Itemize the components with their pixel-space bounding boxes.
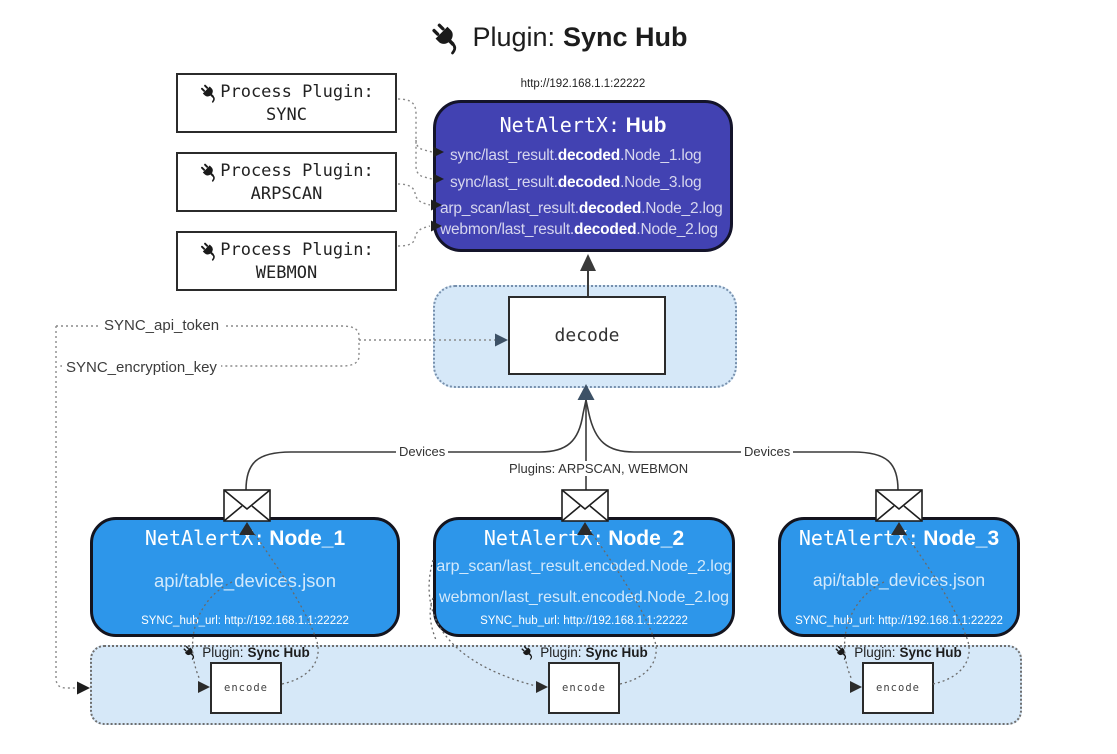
encode-label: encode xyxy=(562,682,606,694)
hub-box: NetAlertX: Hub sync/last_result.decoded.… xyxy=(433,100,733,252)
node-title: NetAlertX:Node_1 xyxy=(93,526,397,551)
band-plugin-label: Plugin: Sync Hub xyxy=(818,644,978,660)
sync-api-token-label: SYNC_api_token xyxy=(100,317,224,334)
log-post: .Node_3.log xyxy=(620,174,702,191)
process-plugin-sync: Process Plugin: SYNC xyxy=(176,73,397,133)
node-file-line: webmon/last_result.encoded.Node_2.log xyxy=(439,589,729,606)
process-plugin-label: Process Plugin: xyxy=(220,161,374,181)
node-1-box: NetAlertX:Node_1 api/table_devices.json … xyxy=(90,517,400,637)
process-plugin-name: SYNC xyxy=(266,104,307,125)
encode-box-1: encode xyxy=(210,662,282,714)
encode-label: encode xyxy=(224,682,268,694)
settings-to-band-arrowhead xyxy=(77,681,90,695)
plug-icon xyxy=(201,163,216,182)
title-prefix: Plugin: xyxy=(472,21,556,52)
process-plugin-label: Process Plugin: xyxy=(220,240,374,260)
decode-box: decode xyxy=(508,296,666,375)
encode-box-3: encode xyxy=(862,662,934,714)
plug-icon xyxy=(201,84,216,103)
band-plugin-label: Plugin: Sync Hub xyxy=(166,644,326,660)
band-plugin-label: Plugin: Sync Hub xyxy=(504,644,664,660)
log-bold: decoded xyxy=(557,147,621,164)
log-pre: webmon/last_result. xyxy=(440,221,575,238)
plug-icon xyxy=(201,242,216,261)
encode-label: encode xyxy=(876,682,920,694)
process-plugin-name: WEBMON xyxy=(255,262,318,283)
node-title: NetAlertX:Node_3 xyxy=(781,526,1017,551)
encode-box-2: encode xyxy=(548,662,620,714)
process-plugin-row: Process Plugin: xyxy=(199,240,374,261)
node-hub-url: SYNC_hub_url: http://192.168.1.1:22222 xyxy=(795,615,1003,627)
connector-webmon-to-hub xyxy=(397,225,431,247)
hub-title-prefix: NetAlertX: xyxy=(499,113,621,137)
band-plugin-prefix: Plugin: xyxy=(854,644,896,660)
title-name: Sync Hub xyxy=(563,21,688,52)
hub-log-line: sync/last_result.decoded.Node_3.log xyxy=(450,174,702,192)
node-hub-url: SYNC_hub_url: http://192.168.1.1:22222 xyxy=(480,615,688,627)
process-plugin-row: Process Plugin: xyxy=(199,161,374,182)
hub-log-line: webmon/last_result.decoded.Node_2.log xyxy=(440,221,718,239)
hub-url-label: http://192.168.1.1:22222 xyxy=(520,78,646,90)
hub-log-line: sync/last_result.decoded.Node_1.log xyxy=(450,147,702,165)
node-file-line: api/table_devices.json xyxy=(812,570,986,590)
connector-sync-to-hub xyxy=(397,98,433,180)
log-bold: decoded xyxy=(557,174,621,191)
plug-icon xyxy=(183,646,195,660)
node-title-name: Node_3 xyxy=(923,527,1000,550)
node-3-box: NetAlertX:Node_3 api/table_devices.json … xyxy=(778,517,1020,637)
plugins-label: Plugins: ARPSCAN, WEBMON xyxy=(506,461,692,476)
log-pre: sync/last_result. xyxy=(450,174,558,191)
band-plugin-name: Sync Hub xyxy=(585,644,648,660)
node-title: NetAlertX:Node_2 xyxy=(436,526,732,551)
page-title: Plugin: Sync Hub xyxy=(0,16,1117,58)
node-title-name: Node_1 xyxy=(269,527,346,550)
node-title-prefix: NetAlertX: xyxy=(483,526,605,550)
node-file-line: api/table_devices.json xyxy=(153,570,337,591)
connector-arpscan-to-hub xyxy=(397,183,431,206)
node-title-name: Node_2 xyxy=(608,527,685,550)
log-post: .Node_2.log xyxy=(641,200,723,217)
process-plugin-name: ARPSCAN xyxy=(250,183,323,204)
hub-log-line: arp_scan/last_result.decoded.Node_2.log xyxy=(440,200,723,218)
devices-label-right: Devices xyxy=(741,444,794,459)
log-bold: decoded xyxy=(578,200,642,217)
plug-icon xyxy=(521,646,533,660)
log-pre: sync/last_result. xyxy=(450,147,558,164)
process-plugin-arpscan: Process Plugin: ARPSCAN xyxy=(176,152,397,212)
process-plugin-label: Process Plugin: xyxy=(220,82,374,102)
log-post: .Node_1.log xyxy=(620,147,702,164)
band-plugin-name: Sync Hub xyxy=(247,644,310,660)
hub-title-name: Hub xyxy=(625,114,667,137)
band-plugin-prefix: Plugin: xyxy=(202,644,244,660)
log-pre: arp_scan/last_result. xyxy=(440,200,579,217)
process-plugin-webmon: Process Plugin: WEBMON xyxy=(176,231,397,291)
decode-label: decode xyxy=(554,325,620,346)
node-2-box: NetAlertX:Node_2 arp_scan/last_result.en… xyxy=(433,517,735,637)
band-plugin-prefix: Plugin: xyxy=(540,644,582,660)
hub-title: NetAlertX: Hub xyxy=(436,113,730,138)
band-plugin-name: Sync Hub xyxy=(899,644,962,660)
process-plugin-row: Process Plugin: xyxy=(199,82,374,103)
node-hub-url: SYNC_hub_url: http://192.168.1.1:22222 xyxy=(141,615,349,627)
sync-encryption-key-label: SYNC_encryption_key xyxy=(62,359,221,376)
node-title-prefix: NetAlertX: xyxy=(798,526,920,550)
log-post: .Node_2.log xyxy=(636,221,718,238)
plug-icon xyxy=(432,23,457,55)
node-file-line: arp_scan/last_result.encoded.Node_2.log xyxy=(436,558,732,575)
plug-icon xyxy=(835,646,847,660)
devices-label-left: Devices xyxy=(396,444,449,459)
node-title-prefix: NetAlertX: xyxy=(144,526,266,550)
log-bold: decoded xyxy=(574,221,637,238)
